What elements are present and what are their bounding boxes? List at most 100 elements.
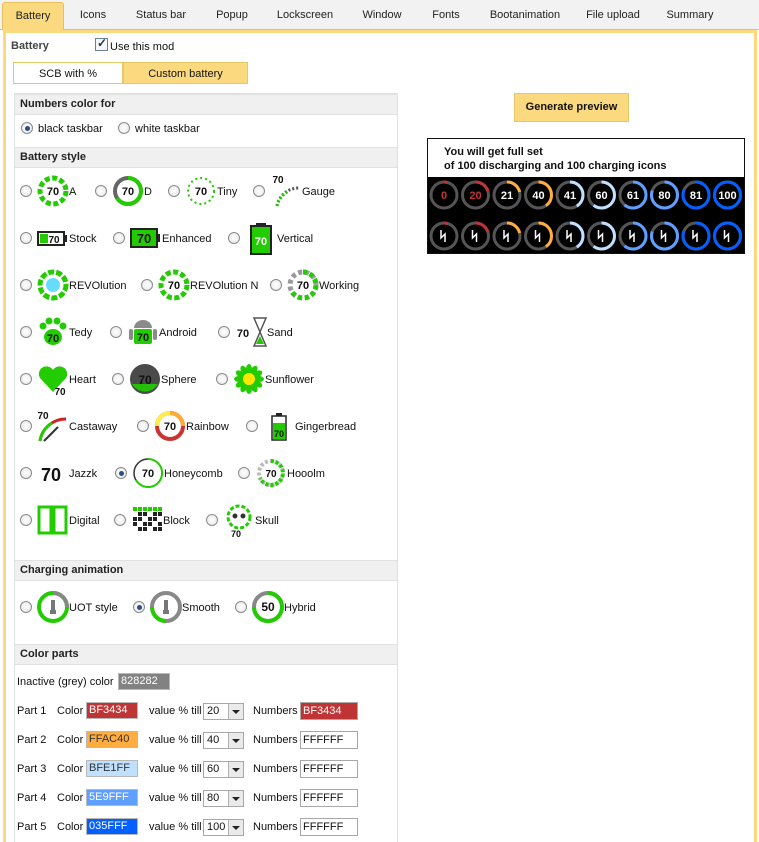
- svg-text:81: 81: [690, 190, 702, 202]
- battery-style-radio-rainbow[interactable]: [137, 420, 149, 432]
- battery-style-radio-castaway[interactable]: [20, 420, 32, 432]
- tab-status-bar[interactable]: Status bar: [135, 9, 187, 21]
- part-4-numbers-input[interactable]: FFFFFF: [300, 789, 358, 807]
- battery-style-radio-revolution[interactable]: [20, 279, 32, 291]
- use-mod-checkbox[interactable]: ✓: [95, 36, 108, 51]
- radio-white-taskbar[interactable]: [118, 122, 130, 134]
- tab-bootanimation[interactable]: Bootanimation: [489, 9, 561, 21]
- part-5-color-input[interactable]: 035FFF: [86, 818, 138, 835]
- radio-black-taskbar[interactable]: [21, 122, 33, 134]
- inactive-color-input[interactable]: 828282: [118, 673, 170, 690]
- part-1-color-input[interactable]: BF3434: [86, 702, 138, 719]
- battery-style-radio-gauge[interactable]: [253, 185, 265, 197]
- tab-icons[interactable]: Icons: [79, 9, 107, 21]
- part-4-till-select[interactable]: 80: [203, 790, 244, 807]
- battery-style-radio-sunflower[interactable]: [216, 373, 228, 385]
- battery-style-radio-honeycomb[interactable]: [115, 467, 127, 479]
- part-4-value-label: value % till: [149, 792, 202, 804]
- part-5-numbers-input[interactable]: FFFFFF: [300, 818, 358, 836]
- svg-text:0: 0: [441, 190, 447, 202]
- battery-style-radio-hooolm[interactable]: [238, 467, 250, 479]
- tab-popup[interactable]: Popup: [216, 9, 248, 21]
- part-2-till-select[interactable]: 40: [203, 732, 244, 749]
- part-4-color-input[interactable]: 5E9FFF: [86, 789, 138, 806]
- battery-style-radio-skull[interactable]: [206, 514, 218, 526]
- dropdown-arrow-icon[interactable]: [228, 762, 243, 777]
- gauge-arc-icon: 70: [269, 174, 303, 208]
- battery-style-radio-d[interactable]: [95, 185, 107, 197]
- battery-style-radio-vertical[interactable]: [228, 232, 240, 244]
- sphere-icon: 70: [128, 362, 162, 396]
- preview-caption: You will get full set of 100 discharging…: [428, 139, 744, 177]
- part-1-till-select[interactable]: 20: [203, 703, 244, 720]
- battery-style-radio-digital[interactable]: [20, 514, 32, 526]
- charging-radio-uot-style[interactable]: [20, 601, 32, 613]
- preview-discharging-icon: 100: [713, 180, 742, 210]
- charging-label-uot-style: UOT style: [69, 602, 118, 614]
- svg-text:50: 50: [261, 600, 275, 614]
- part-5-till-select[interactable]: 100: [203, 819, 244, 836]
- svg-text:70: 70: [47, 333, 59, 345]
- battery-style-radio-working[interactable]: [270, 279, 282, 291]
- part-1-numbers-label: Numbers: [253, 705, 298, 717]
- subtab-custom-battery[interactable]: Custom battery: [123, 62, 248, 84]
- part-1-numbers-input[interactable]: BF3434: [300, 702, 358, 720]
- part-3-color-input[interactable]: BFE1FF: [86, 760, 138, 777]
- part-2-numbers-input[interactable]: FFFFFF: [300, 731, 358, 749]
- battery-style-radio-a[interactable]: [20, 185, 32, 197]
- tab-battery[interactable]: Battery: [2, 2, 64, 30]
- battery-style-radio-gingerbread[interactable]: [246, 420, 258, 432]
- part-3-color-label: Color: [57, 763, 84, 775]
- battery-style-radio-android[interactable]: [110, 326, 122, 338]
- dropdown-arrow-icon[interactable]: [228, 733, 243, 748]
- tab-file-upload[interactable]: File upload: [586, 9, 640, 21]
- battery-style-radio-stock[interactable]: [20, 232, 32, 244]
- svg-text:41: 41: [564, 190, 576, 202]
- dropdown-arrow-icon[interactable]: [228, 791, 243, 806]
- preview-discharging-icon: 21: [492, 180, 522, 210]
- battery-style-label-heart: Heart: [69, 374, 96, 386]
- charging-radio-hybrid[interactable]: [235, 601, 247, 613]
- skull-icon: 70: [222, 503, 256, 537]
- part-2-numbers-label: Numbers: [253, 734, 298, 746]
- charging-label-smooth: Smooth: [182, 602, 220, 614]
- svg-text:80: 80: [658, 190, 670, 202]
- generate-preview-button[interactable]: Generate preview: [514, 93, 629, 122]
- battery-style-label-revolution-n: REVOlution N: [190, 280, 259, 292]
- tab-window[interactable]: Window: [362, 9, 402, 21]
- svg-text:70: 70: [122, 186, 134, 198]
- svg-text:40: 40: [532, 190, 544, 202]
- svg-text:61: 61: [627, 190, 639, 202]
- dropdown-arrow-icon[interactable]: [228, 820, 243, 835]
- block-display-icon: [130, 503, 164, 537]
- battery-style-label-honeycomb: Honeycomb: [164, 468, 223, 480]
- label-black-taskbar: black taskbar: [38, 123, 103, 135]
- tab-lockscreen[interactable]: Lockscreen: [276, 9, 334, 21]
- working-ring-icon: 70: [286, 268, 320, 302]
- battery-style-radio-sand[interactable]: [218, 326, 230, 338]
- tab-summary[interactable]: Summary: [666, 9, 714, 21]
- battery-style-radio-tedy[interactable]: [20, 326, 32, 338]
- part-3-till-select[interactable]: 60: [203, 761, 244, 778]
- battery-style-radio-tiny[interactable]: [168, 185, 180, 197]
- hybrid-ring-icon: 50: [251, 590, 285, 624]
- preview-charging-icon: [461, 221, 490, 251]
- subtab-scb-with-percent[interactable]: SCB with %: [13, 62, 123, 84]
- tab-fonts[interactable]: Fonts: [432, 9, 460, 21]
- charging-radio-smooth[interactable]: [133, 601, 145, 613]
- battery-style-radio-block[interactable]: [114, 514, 126, 526]
- battery-style-radio-heart[interactable]: [20, 373, 32, 385]
- preview-discharging-icon: 0: [429, 180, 459, 210]
- battery-style-radio-sphere[interactable]: [112, 373, 124, 385]
- part-3-numbers-input[interactable]: FFFFFF: [300, 760, 358, 778]
- battery-style-label-sand: Sand: [267, 327, 293, 339]
- enhanced-battery-icon: 70: [129, 221, 163, 255]
- part-2-color-input[interactable]: FFAC40: [86, 731, 138, 748]
- svg-text:70: 70: [231, 529, 241, 537]
- settings-panel: [14, 93, 398, 842]
- part-5-till-value: 100: [207, 821, 226, 833]
- battery-style-radio-revolution-n[interactable]: [141, 279, 153, 291]
- dropdown-arrow-icon[interactable]: [228, 704, 243, 719]
- battery-style-radio-enhanced[interactable]: [113, 232, 125, 244]
- battery-style-radio-jazzk[interactable]: [20, 467, 32, 479]
